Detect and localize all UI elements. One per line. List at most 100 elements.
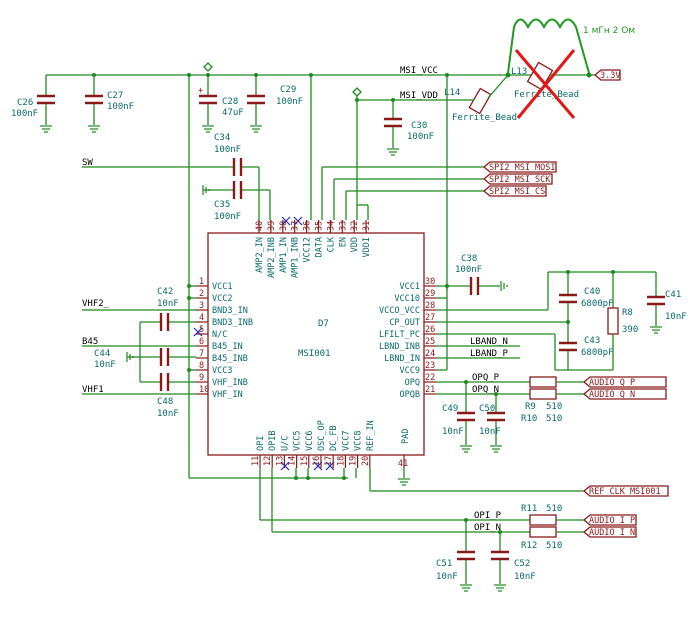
spi-labels: SPI2_MSI_MOSI SPI2_MSI_SCK SPI2_MSI_CS (321, 161, 557, 220)
bottom-wiring: OPI_P OPI_N R11 510 R12 510 AUDIO_I_P AU… (259, 468, 669, 592)
r12-value: 510 (546, 541, 562, 551)
c50-ref: C50 (479, 404, 495, 414)
net-label-sw: SW (82, 158, 93, 168)
l13-ref: L13 (511, 67, 527, 77)
pin-num-20: 20 (361, 456, 371, 466)
pin-num-24: 24 (425, 349, 435, 359)
pin-name-9: VHF_INB (212, 378, 248, 388)
cross-out-line-2 (516, 49, 576, 119)
pin-name-2: VCC2 (212, 294, 232, 304)
pin-num-1: 1 (199, 277, 204, 287)
pad-pin-name: PAD (401, 429, 411, 444)
pin-num-23: 23 (425, 361, 435, 371)
c34-value: 100nF (214, 145, 241, 155)
pin-name-36: VCC12 (303, 237, 313, 263)
svg-text:+: + (198, 86, 203, 96)
pwr-flag-icon (203, 62, 213, 72)
net-label-msi-vdd: MSI_VDD (400, 91, 438, 101)
pin-name-32: VDD (350, 237, 360, 252)
pin-num-40: 40 (255, 221, 265, 231)
net-label-msi-vcc: MSI_VCC (400, 66, 438, 76)
c35-ref: C35 (214, 200, 230, 210)
no-connect-markers (193, 216, 335, 471)
pin-name-31: VDDI (362, 237, 372, 257)
c29-ref: C29 (280, 85, 296, 95)
capacitor-c27: C27 100nF (85, 75, 134, 133)
c27-value: 100nF (107, 102, 134, 112)
pin-num-3: 3 (199, 301, 204, 311)
net-label-b45: B45_ (82, 337, 104, 347)
c38-value: 100nF (455, 265, 482, 275)
left-wiring: VHF2_ C42 10nF B45_ C44 10nF VHF1_ C48 1… (82, 284, 196, 419)
pin-num-12: 12 (263, 456, 273, 466)
pin-num-6: 6 (199, 337, 204, 347)
pin-name-15: VCC6 (305, 431, 315, 451)
c30-value: 100nF (407, 132, 434, 142)
c48-value: 10nF (157, 409, 179, 419)
pin-name-39: AMP2_INB (267, 237, 277, 278)
inductor-note-text: 1 мГн 2 Ом (583, 26, 635, 36)
pin-num-35: 35 (315, 221, 325, 231)
c29-value: 100nF (276, 97, 303, 107)
r8-value: 390 (622, 325, 638, 335)
pin-name-38: AMP1_IN (279, 237, 289, 273)
ferrite-bead-l13: L13 Ferrite_Bead (508, 49, 595, 119)
pin-num-15: 15 (300, 456, 310, 466)
pin-name-16: OSC_OP (317, 420, 327, 451)
c52-value: 10nF (514, 572, 536, 582)
ref-clk-label: REF_CLK_MSI001 (589, 487, 661, 497)
pin-num-36: 36 (303, 221, 313, 231)
c52-ref: C52 (514, 559, 530, 569)
c26-value: 100nF (11, 109, 38, 119)
sw-input: SW C34 100nF (82, 133, 260, 220)
chip-ref: D7 (318, 319, 329, 329)
pin-name-29: VCC10 (394, 294, 420, 304)
r10-ref: R10 (521, 414, 537, 424)
capacitor-c30: C30 100nF (384, 100, 434, 156)
pin-name-13: U/C (280, 436, 290, 451)
pin-num-16: 16 (312, 456, 322, 466)
c43-ref: C43 (584, 336, 600, 346)
pwr-flag-icon-2 (352, 87, 362, 97)
pin-num-8: 8 (199, 361, 204, 371)
r9-value: 510 (546, 402, 562, 412)
pin-num-13: 13 (275, 456, 285, 466)
pin-name-19: VCC8 (354, 431, 364, 451)
pin-name-7: B45_INB (212, 354, 248, 364)
pin-num-28: 28 (425, 301, 435, 311)
net-label-lband-p: LBAND_P (470, 349, 509, 359)
chip-name: MSI001 (298, 349, 331, 359)
pin-name-40: AMP2_IN (255, 237, 265, 273)
pin-num-5: 5 (199, 325, 204, 335)
pin-name-23: VCC9 (400, 366, 420, 376)
pin-num-37: 37 (291, 221, 301, 231)
capacitor-c35: C35 100nF (202, 181, 271, 222)
chip-d7: D7 MSI001 (207, 232, 425, 456)
pin-num-29: 29 (425, 289, 435, 299)
pin-num-22: 22 (425, 373, 435, 383)
capacitor-c29: C29 100nF (247, 75, 303, 133)
right-wiring: C38 100nF C41 10nF C40 6800pF R8 390 (436, 254, 687, 453)
net-label-vhf1: VHF1_ (82, 385, 110, 395)
pad-pin-num: 41 (398, 459, 408, 469)
pin-name-28: VCCO_VCC (379, 306, 420, 316)
r12-ref: R12 (521, 541, 537, 551)
pin-name-14: VCC5 (293, 431, 303, 451)
c51-value: 10nF (436, 572, 458, 582)
spi-mosi-label: SPI2_MSI_MOSI (489, 163, 556, 173)
pin-num-38: 38 (279, 221, 289, 231)
c26-ref: C26 (17, 98, 33, 108)
pin-num-30: 30 (425, 277, 435, 287)
pin-num-7: 7 (199, 349, 204, 359)
pin-num-32: 32 (350, 221, 360, 231)
net-label-opq-n: OPQ_N (472, 385, 499, 395)
c50-value: 10nF (479, 427, 501, 437)
r11-ref: R11 (521, 504, 537, 514)
pin-num-21: 21 (425, 385, 435, 395)
pin-num-26: 26 (425, 325, 435, 335)
net-label-opq-p: OPQ_P (472, 373, 500, 383)
pin-num-14: 14 (288, 456, 298, 466)
c43-value: 6800pF (581, 348, 614, 358)
r9-ref: R9 (525, 402, 536, 412)
